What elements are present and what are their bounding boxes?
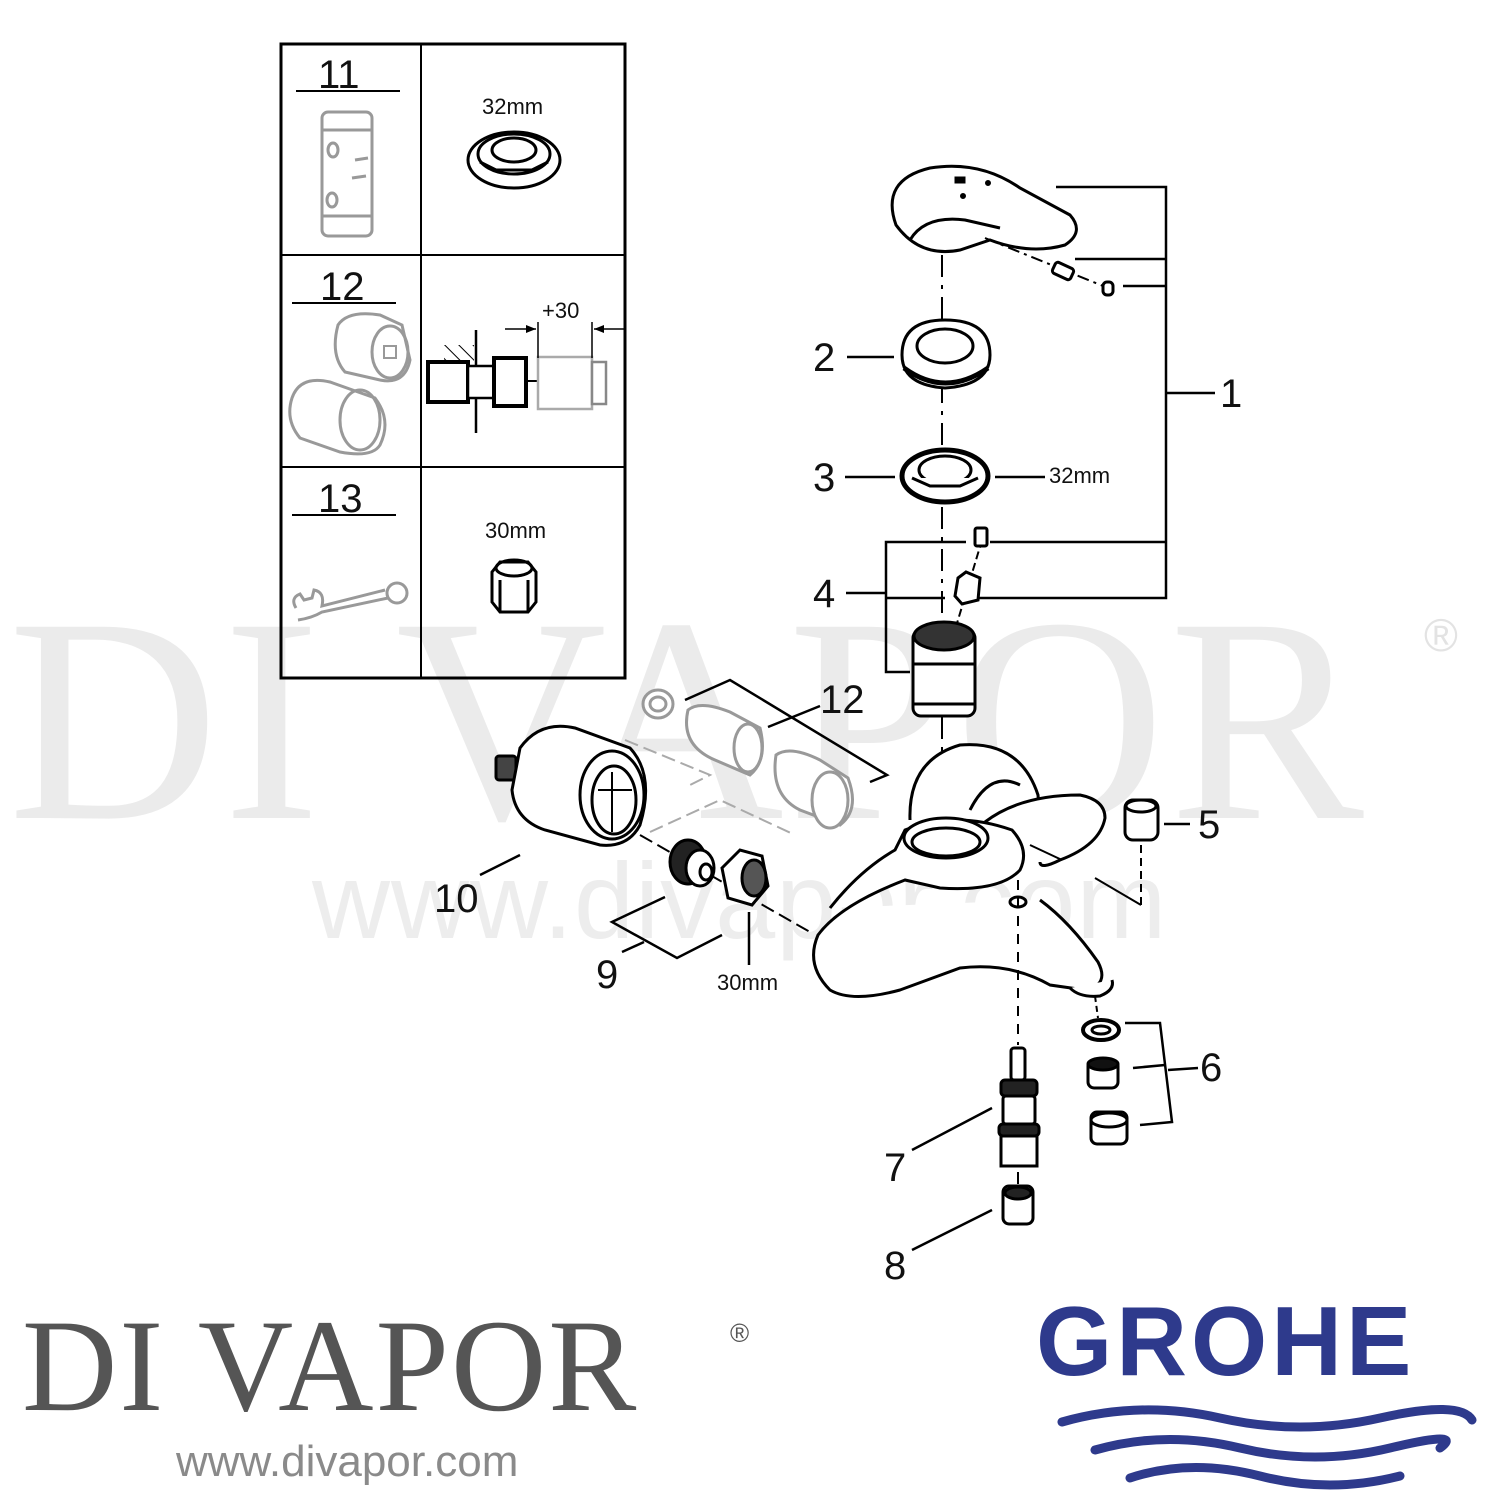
locknut-drawing: [899, 447, 991, 505]
diverter-drawing: [997, 1046, 1041, 1168]
hex-nut-icon: [490, 558, 538, 614]
inset-part-number-13: 13: [318, 477, 363, 521]
set-screw-drawing: [1050, 260, 1115, 297]
extension-pieces-icon: [288, 312, 412, 456]
locknut-icon: [466, 130, 562, 190]
cartridge-adapter-drawing: [953, 570, 982, 606]
wrench-icon: [292, 581, 409, 622]
callout-10: 10: [434, 877, 479, 921]
callout-6: 6: [1200, 1046, 1223, 1090]
callout-7: 7: [884, 1146, 907, 1190]
inset-part-number-11: 11: [318, 53, 360, 97]
extension-set-drawing: [641, 688, 854, 830]
cover-cap-drawing: [900, 318, 992, 390]
inset-dimension-30mm: 30mm: [485, 518, 547, 543]
callout-9-dimension: 30mm: [717, 970, 779, 995]
callout-4: 4: [813, 572, 836, 616]
callout-2: 2: [813, 336, 836, 380]
grohe-logo-text: GROHE: [1036, 1286, 1416, 1396]
cartridge-screw-drawing: [973, 526, 989, 548]
lever-handle-drawing: [890, 164, 1078, 254]
wall-extension-diagram: [426, 322, 625, 433]
callout-1: 1: [1220, 372, 1243, 416]
callout-5: 5: [1198, 803, 1221, 847]
callout-3: 3: [813, 456, 836, 500]
cap-drawing: [1123, 798, 1160, 842]
aerator-set-drawing: [1081, 1018, 1129, 1146]
bracket-part-12: [684, 678, 890, 784]
divapor-logo-text: DI VAPOR: [22, 1292, 639, 1439]
extension-guide-lines: [624, 739, 796, 836]
guide-line-part-5: [1029, 844, 1142, 906]
s-union-drawing: [668, 838, 716, 888]
bracket-part-6: [1125, 1021, 1199, 1127]
bracket-part-1: [976, 185, 1215, 600]
inset-dimension-32mm: 32mm: [482, 94, 544, 119]
socket-tool-icon: [320, 110, 374, 238]
grohe-waves-icon: [1057, 1404, 1477, 1490]
faucet-body-drawing: [812, 743, 1114, 998]
callout-9: 9: [596, 953, 619, 997]
callout-12: 12: [820, 678, 865, 722]
bracket-part-9: [609, 895, 751, 965]
callout-3-dimension: 32mm: [1049, 463, 1111, 488]
cartridge-drawing: [911, 620, 977, 718]
divapor-url: www.divapor.com: [176, 1437, 519, 1486]
watermark-registered-mark: ®: [1424, 609, 1458, 661]
bracket-part-4: [846, 540, 966, 674]
inset-table: [279, 42, 627, 680]
inset-part-number-12: 12: [320, 265, 365, 309]
diverter-knob-drawing: [1001, 1184, 1035, 1226]
union-nut-drawing: [720, 848, 770, 907]
callout-8: 8: [884, 1244, 907, 1288]
inset-dimension-plus-30: +30: [542, 298, 580, 323]
divapor-registered-mark: ®: [730, 1318, 750, 1348]
wall-flange-drawing: [494, 724, 648, 847]
